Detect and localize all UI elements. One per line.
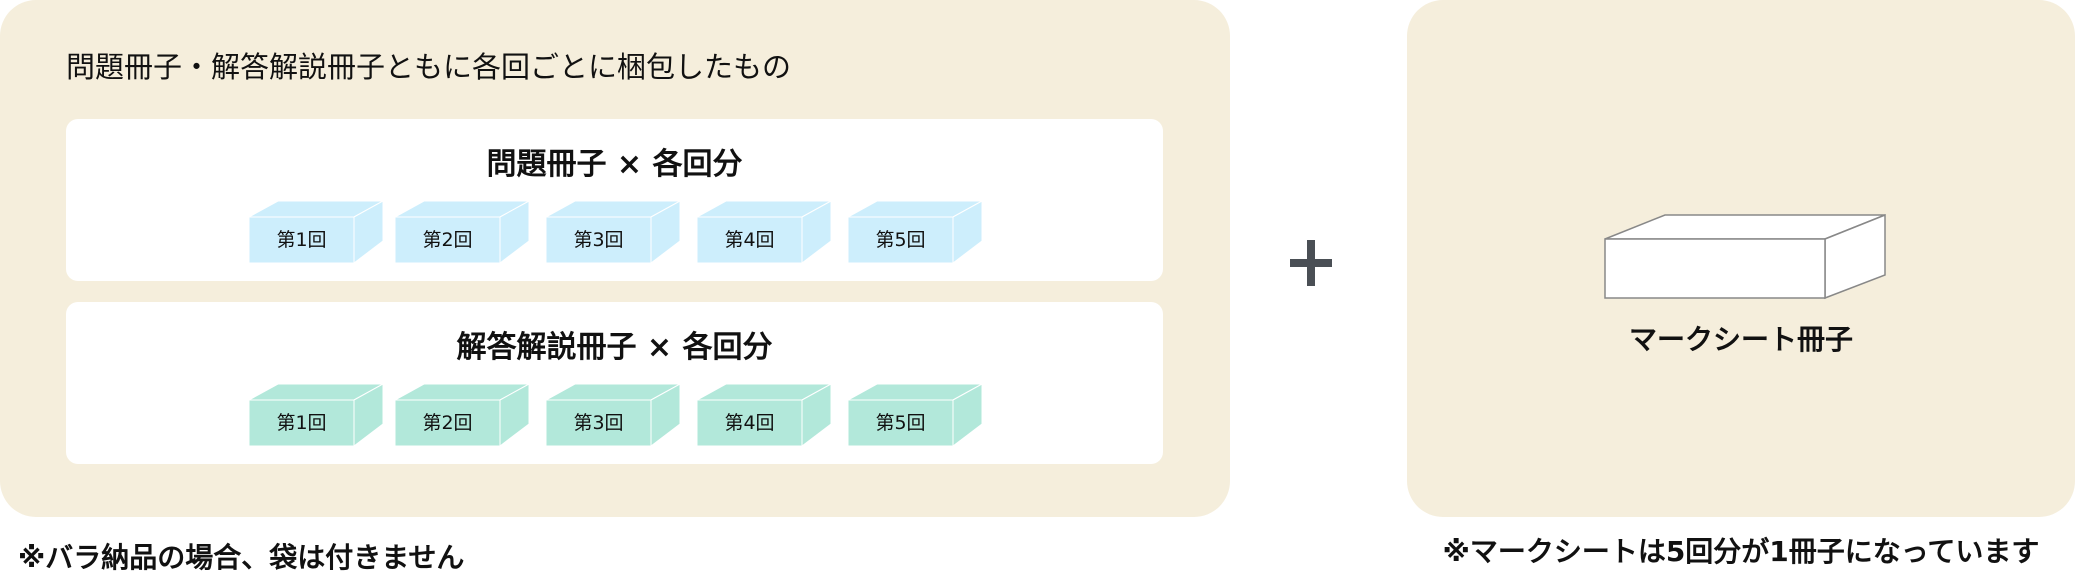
box-icon: [697, 384, 832, 446]
box-icon: [697, 201, 832, 263]
box-icon: [395, 201, 530, 263]
booklet-box: 第4回: [697, 201, 837, 263]
box-icon: [249, 201, 384, 263]
box-icon: [546, 201, 681, 263]
box-label: 第3回: [573, 412, 624, 434]
box-label: 第4回: [724, 412, 775, 434]
question-booklets-card: 問題冊子 × 各回分 第1回 第2回 第3回 第4回 第5回: [66, 119, 1163, 281]
plus-icon: [1290, 240, 1332, 286]
booklet-box: 第2回: [395, 384, 535, 446]
booklet-box: 第3回: [546, 201, 686, 263]
box-icon: [249, 384, 384, 446]
panel-title: 問題冊子・解答解説冊子ともに各回ごとに梱包したもの: [66, 50, 792, 84]
card-heading: 解答解説冊子 × 各回分: [456, 330, 773, 365]
box-label: 第5回: [875, 412, 926, 434]
booklet-box: 第4回: [697, 384, 837, 446]
card-heading: 問題冊子 × 各回分: [486, 147, 743, 182]
right-note: ※マークシートは5回分が1冊子になっています: [1442, 535, 2040, 568]
booklet-box: 第5回: [848, 201, 988, 263]
answer-booklets-card: 解答解説冊子 × 各回分 第1回 第2回 第3回 第4回 第5回: [66, 302, 1163, 464]
booklet-box: 第1回: [249, 201, 389, 263]
booklet-box: 第2回: [395, 201, 535, 263]
booklet-box: 第3回: [546, 384, 686, 446]
left-note: ※バラ納品の場合、袋は付きません: [18, 541, 465, 574]
booklet-box: 第1回: [249, 384, 389, 446]
box-label: 第5回: [875, 229, 926, 251]
booklets-panel: 問題冊子・解答解説冊子ともに各回ごとに梱包したもの 問題冊子 × 各回分 第1回…: [0, 0, 1230, 517]
box-icon: [848, 201, 983, 263]
box-label: 第3回: [573, 229, 624, 251]
booklet-box: 第5回: [848, 384, 988, 446]
box-label: 第2回: [422, 229, 473, 251]
box-label: 第1回: [276, 412, 327, 434]
box-label: 第4回: [724, 229, 775, 251]
mark-sheet-booklet-icon: [1604, 214, 1886, 300]
box-label: 第2回: [422, 412, 473, 434]
box-label: 第1回: [276, 229, 327, 251]
box-icon: [395, 384, 530, 446]
mark-sheet-label: マークシート冊子: [1628, 323, 1853, 356]
box-icon: [546, 384, 681, 446]
box-icon: [848, 384, 983, 446]
